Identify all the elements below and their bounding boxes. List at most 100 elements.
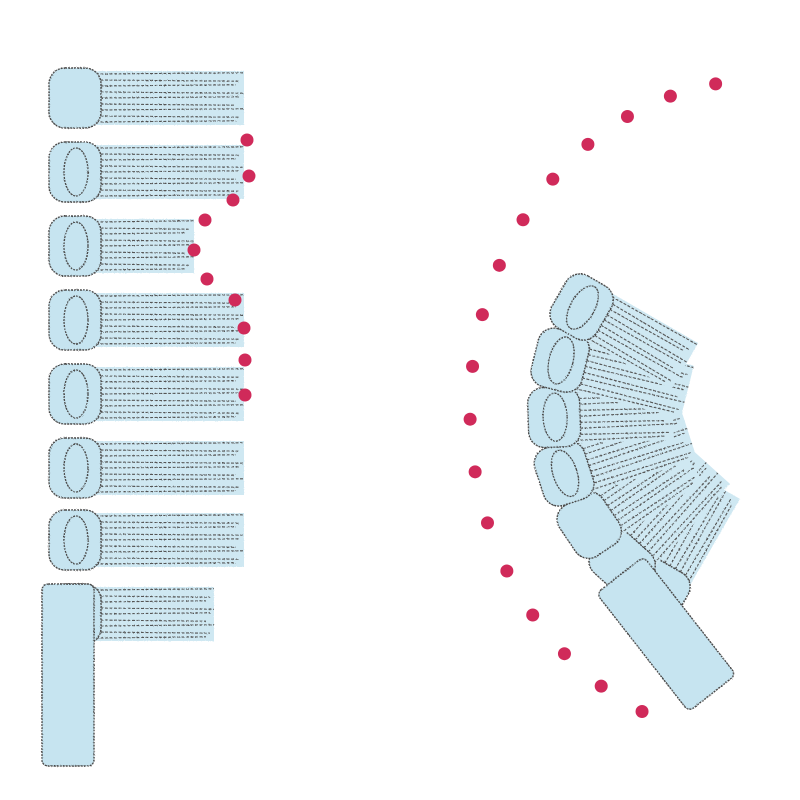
dot (480, 516, 494, 530)
dot (198, 213, 212, 227)
stripe-line (95, 194, 237, 197)
unit-tail (584, 293, 699, 390)
stripe-line (591, 456, 689, 491)
stripe-line (95, 392, 241, 395)
stripe-line (95, 313, 245, 316)
stripe-line (644, 472, 719, 556)
stripe-line (589, 452, 691, 485)
dot (242, 169, 256, 183)
right-dot-curve (463, 77, 723, 718)
stripe-line (95, 612, 211, 615)
stripe-line (95, 526, 237, 529)
stripe-line (585, 441, 684, 474)
straight-unit (48, 363, 245, 425)
stripe-line (590, 332, 672, 382)
stripe-line (95, 545, 237, 548)
stripe-line (575, 431, 670, 435)
stripe-line (619, 481, 695, 534)
stripe-line (95, 404, 245, 407)
dot (187, 243, 201, 257)
stripe-line (95, 182, 245, 185)
dot (635, 704, 649, 718)
stripe-line (95, 108, 245, 111)
head-oval (565, 285, 599, 330)
tail-stripes (95, 514, 245, 565)
unit-tail (614, 447, 730, 568)
stripe-line (95, 461, 245, 464)
stripe-line (649, 481, 722, 560)
head-oval (63, 295, 89, 345)
head-oval (63, 147, 89, 197)
unit-head (48, 363, 102, 425)
head-oval (547, 336, 575, 385)
unit-head (48, 289, 102, 351)
stripe-line (575, 419, 666, 424)
stripe-line (613, 467, 695, 524)
unit-head (48, 67, 102, 129)
head-oval (63, 443, 89, 493)
dot (663, 89, 677, 103)
tail-stripes (95, 146, 245, 197)
stripe-line (95, 533, 245, 536)
tail-stripes (95, 220, 195, 271)
straight-unit (48, 509, 245, 571)
stripe-line (95, 449, 241, 452)
stripe-line (95, 454, 237, 457)
straight-unit (48, 437, 245, 499)
dot (238, 353, 252, 367)
unit-head (48, 509, 102, 571)
stripe-line (95, 294, 245, 297)
head-oval (63, 515, 89, 565)
dot (500, 564, 514, 578)
stripe-line (95, 490, 237, 493)
stripe-line (575, 435, 666, 441)
stripe-line (653, 486, 722, 564)
stripe-line (95, 96, 241, 99)
stripe-line (95, 330, 245, 333)
stripe-line (95, 368, 245, 371)
straight-unit (48, 215, 195, 277)
stripe-line (95, 170, 241, 173)
stripe-line (95, 120, 237, 123)
stripe-line (95, 251, 187, 254)
stripe-line (672, 495, 720, 574)
stripe-line (95, 103, 237, 106)
dot (546, 172, 560, 186)
stripe-line (95, 550, 245, 553)
stripe-line (95, 380, 237, 383)
tail-stripes (95, 588, 215, 639)
stripe-line (599, 317, 683, 364)
stripe-line (95, 342, 237, 345)
stripe-line (95, 146, 245, 149)
stripe-line (95, 538, 241, 541)
unit-head (48, 437, 102, 499)
straight-unit (48, 67, 245, 129)
stripe-line (606, 459, 685, 514)
stripe-line (602, 311, 688, 363)
dot (228, 293, 242, 307)
dot (468, 465, 482, 479)
dot (240, 133, 254, 147)
stripe-line (95, 306, 237, 309)
stripe-line (95, 84, 237, 87)
unit-head (48, 141, 102, 203)
stripe-line (95, 466, 241, 469)
dot (581, 137, 595, 151)
dot (709, 77, 723, 91)
stripe-line (95, 631, 211, 634)
stripe-line (608, 301, 690, 351)
stripe-line (682, 498, 732, 580)
stripe-line (95, 325, 237, 328)
dot (238, 388, 252, 402)
dot (492, 258, 506, 272)
unit-tail (94, 587, 214, 641)
stripe-line (95, 473, 237, 476)
straight-unit (48, 289, 245, 351)
stripe-line (576, 382, 679, 411)
unit-head (526, 386, 582, 449)
stripe-line (596, 322, 675, 370)
dot (200, 272, 214, 286)
curved-unit (549, 273, 699, 390)
stripe-line (95, 263, 191, 266)
